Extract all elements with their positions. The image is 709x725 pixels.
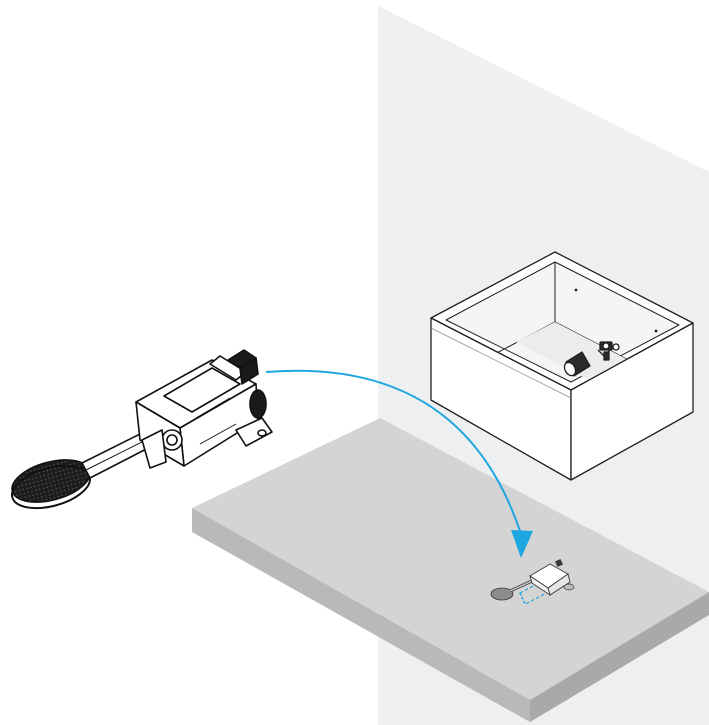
installation-arrow [265,369,533,558]
valve-cylinder-icon [563,351,591,377]
floor-slab [192,418,709,722]
foot-pedal-valve-installed [490,559,575,606]
under-sink-cabinet [430,251,694,481]
foot-pedal-valve-enlarged [11,349,273,510]
tap-fitting-icon [597,341,620,361]
knob-cap-icon [227,349,259,385]
